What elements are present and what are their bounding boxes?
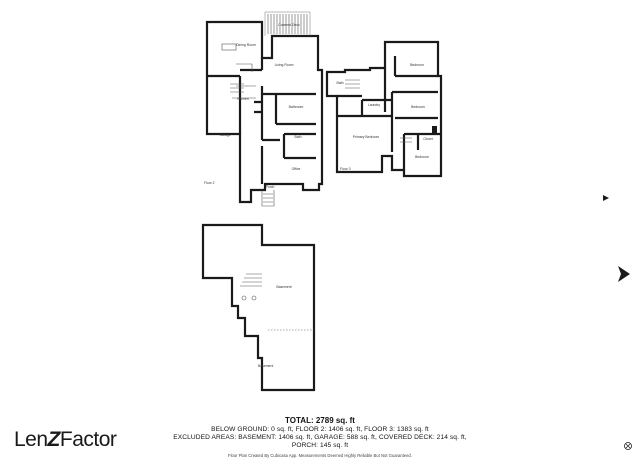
room-laundry: Laundry <box>368 103 381 107</box>
room-bedroom-c: Bedroom <box>415 155 429 159</box>
room-porch: Porch <box>266 185 275 189</box>
floor-2-label: Floor 2 <box>204 181 215 185</box>
brand-logo: LenZFactor <box>14 428 117 452</box>
north-arrow-icon <box>603 195 630 282</box>
room-kitchen: Kitchen <box>237 97 248 101</box>
total-area: TOTAL: 2789 sq. ft <box>285 416 355 425</box>
room-covered-deck: Covered Deck <box>278 23 300 27</box>
logo-text-left: Len <box>14 428 48 451</box>
logo-text-right: Factor <box>59 428 117 451</box>
room-closet: Closet <box>423 137 433 141</box>
disclaimer-text: Floor Plan Created By Cubicasa App. Meas… <box>228 453 412 458</box>
floor-3-label: Floor 3 <box>340 167 351 171</box>
room-office: Office <box>292 167 301 171</box>
area-line-2: EXCLUDED AREAS: BASEMENT: 1406 sq. ft, G… <box>173 434 467 441</box>
area-line-1: BELOW GROUND: 0 sq. ft, FLOOR 2: 1406 sq… <box>211 426 429 433</box>
room-bedroom-a: Bedroom <box>410 63 424 67</box>
area-line-3: PORCH: 145 sq. ft <box>291 442 349 449</box>
room-bedroom-b: Bedroom <box>411 105 425 109</box>
room-bath-f2: Bath <box>295 135 302 139</box>
room-living: Living Room <box>275 63 294 67</box>
floor-2-plan <box>205 11 324 207</box>
compass-icon <box>624 442 632 450</box>
room-bath-f3: Bath <box>337 81 344 85</box>
basement-label: Basement <box>258 364 273 368</box>
room-primary-bedroom: Primary Bedroom <box>353 135 380 139</box>
room-garage: Garage <box>219 133 230 137</box>
basement-plan <box>201 223 316 392</box>
room-dining: Dining Room <box>236 43 256 47</box>
room-basement: Basement <box>276 285 291 289</box>
floor-3-plan <box>325 40 443 178</box>
room-bathroom-f2: Bathroom <box>289 105 304 109</box>
logo-z: Z <box>47 428 61 451</box>
